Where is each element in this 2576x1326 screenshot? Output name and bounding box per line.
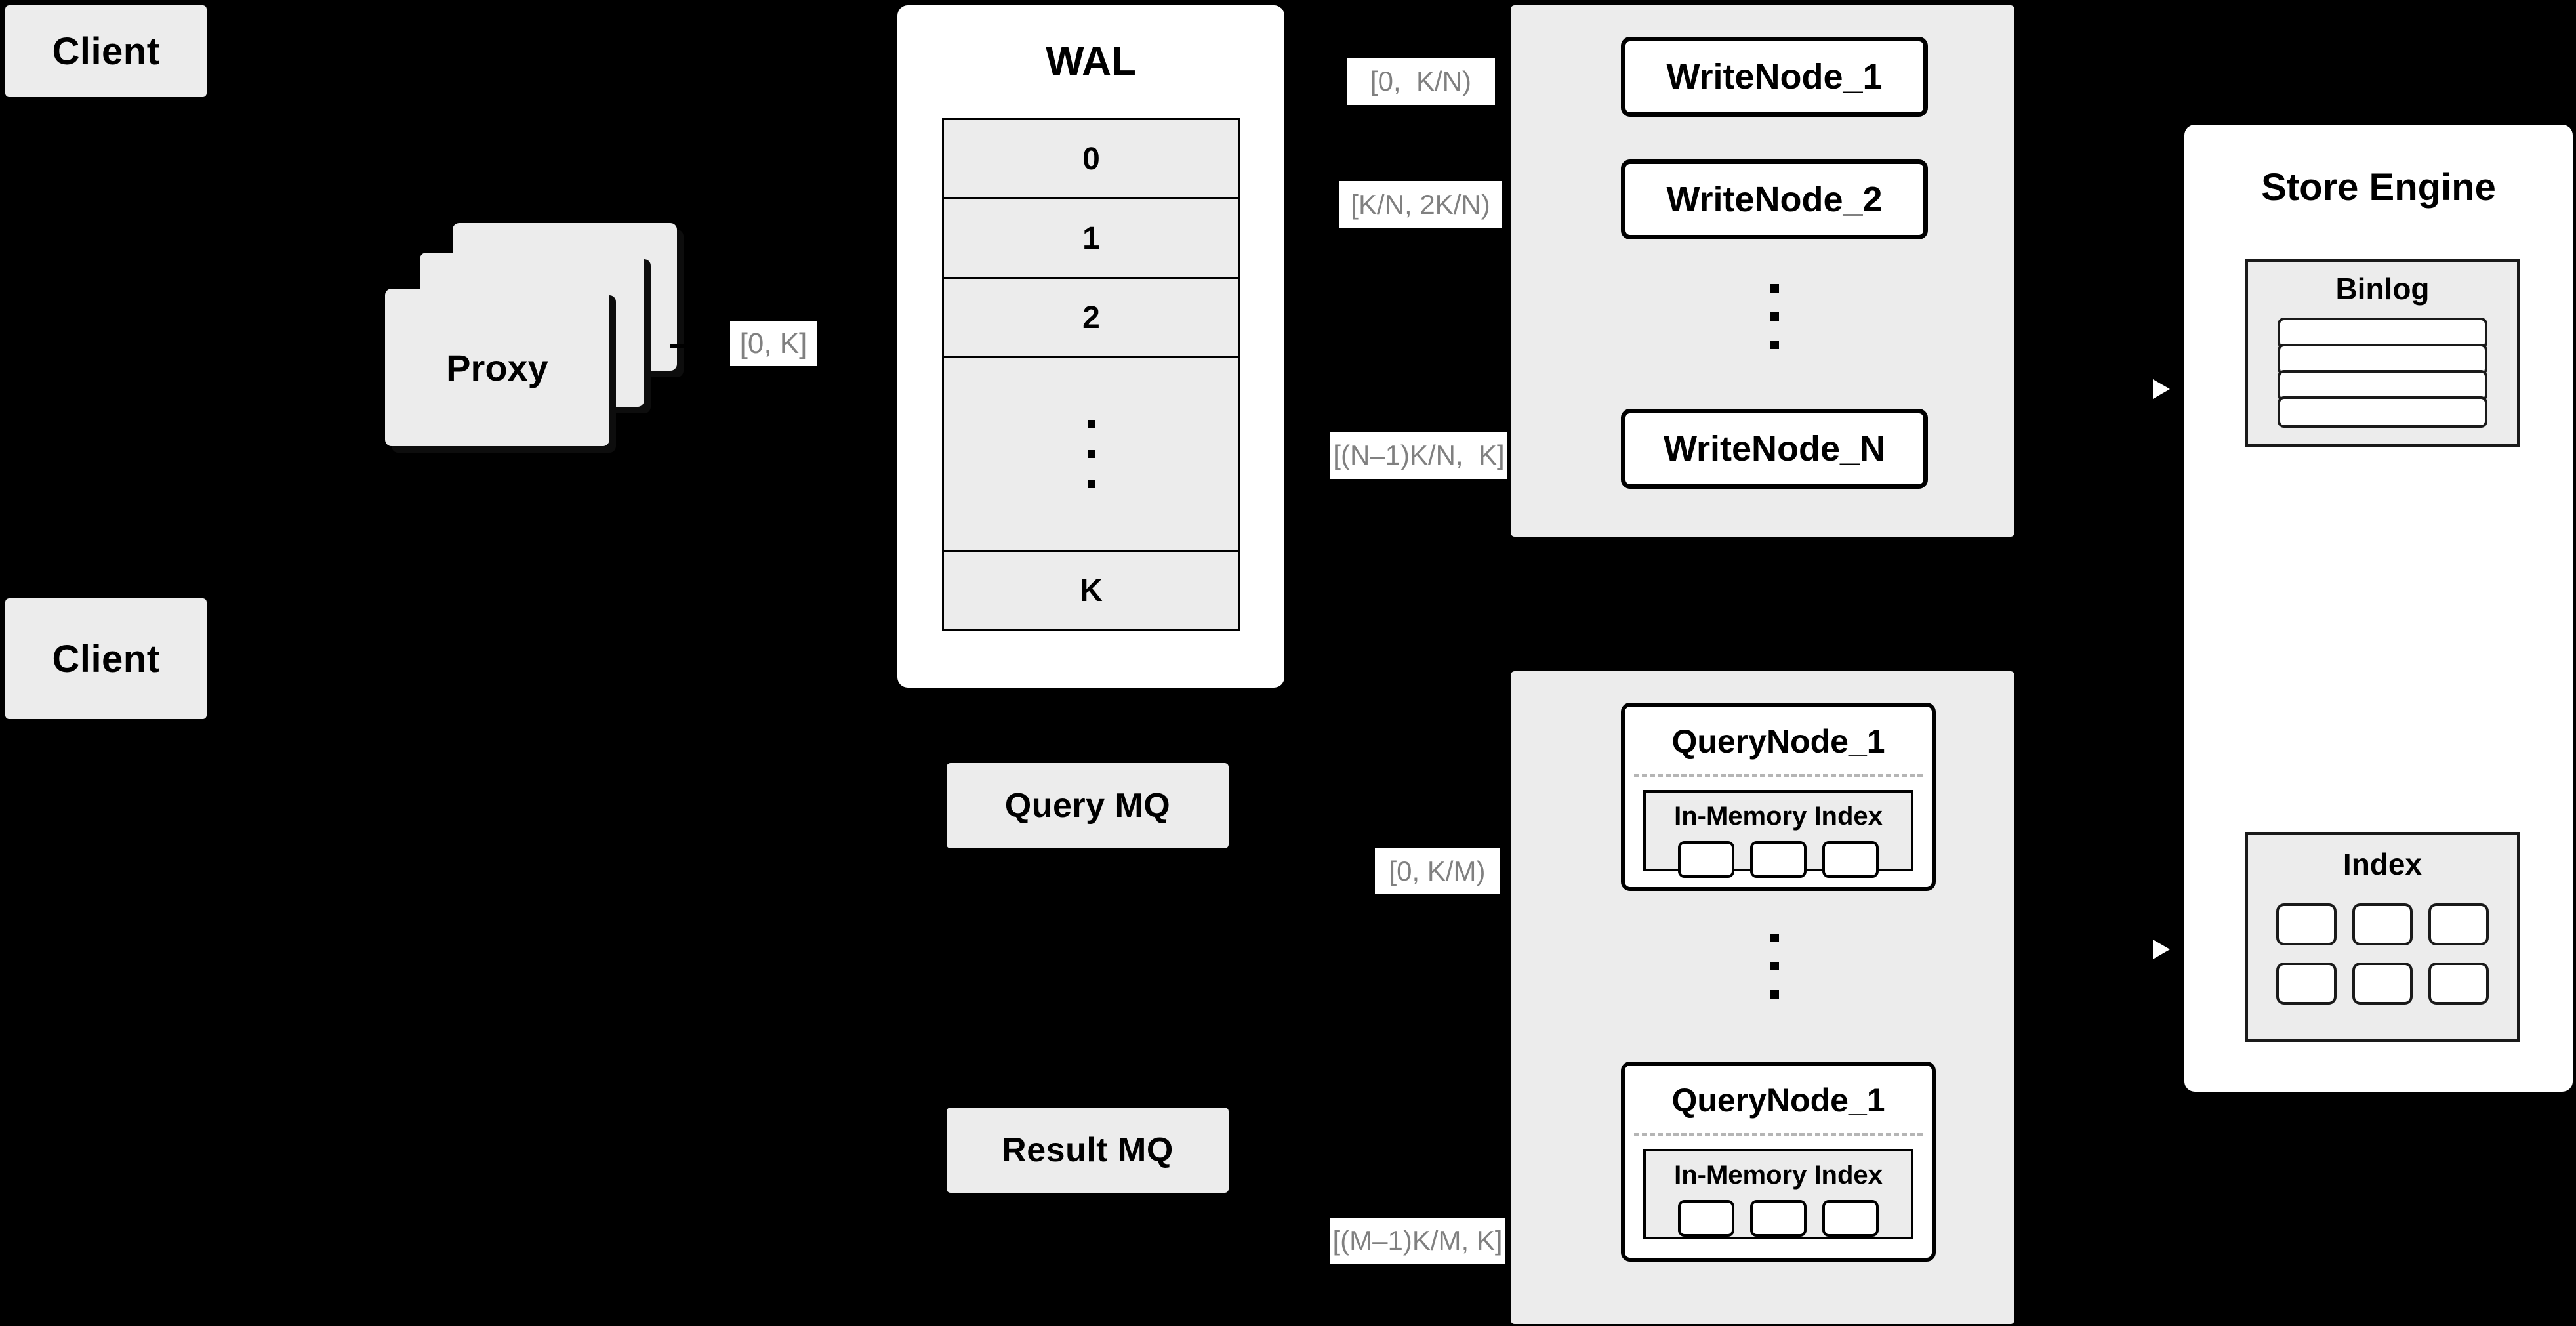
client-node-2[interactable]: Client [5,598,207,719]
wal-row-label: 1 [1082,220,1100,256]
proxy-range-label-text: [0, K] [739,327,808,360]
wal-row-ellipsis [944,358,1238,552]
query-node-m-divider [1634,1133,1923,1136]
wal-row-label: 2 [1082,300,1100,335]
write-node-1[interactable]: WriteNode_1 [1621,37,1928,117]
query-node-m-in-memory-index-title: In-Memory Index [1674,1161,1883,1190]
proxy-to-wal-connector [670,344,690,348]
query-node-m-index-segments [1658,1200,1899,1237]
binlog-arrow-head-icon [2153,375,2182,404]
query-node-m-range-label: [(M–1)K/M, K] [1330,1218,1505,1264]
index-cell[interactable] [2428,963,2489,1005]
index-cell[interactable] [2276,903,2337,945]
query-mq-label: Query MQ [1004,787,1171,825]
write-node-2-range-label: [K/N, 2K/N) [1339,181,1502,228]
query-node-1-index-segments [1658,841,1899,878]
index-segment[interactable] [1678,1200,1734,1237]
result-mq-label: Result MQ [1002,1131,1174,1169]
wal-panel: WAL 0 1 2 K [897,5,1284,688]
write-node-n[interactable]: WriteNode_N [1621,409,1928,489]
wal-vertical-ellipsis-icon [1087,420,1095,488]
index-segment[interactable] [1750,1200,1807,1237]
query-node-1-in-memory-index: In-Memory Index [1643,790,1913,878]
proxy-node-label: Proxy [446,346,548,388]
client-node-2-label: Client [52,637,160,680]
wal-title: WAL [1046,39,1136,84]
query-node-m-label: QueryNode_1 [1671,1082,1885,1119]
binlog-segment[interactable] [2278,396,2487,428]
client-node-1-label: Client [52,30,160,73]
index-arrow-head-icon [2153,935,2182,964]
index-cell[interactable] [2276,963,2337,1005]
store-engine-panel: Store Engine Binlog Index [2184,125,2573,1092]
query-mq-node[interactable]: Query MQ [947,763,1229,848]
query-node-1-range-label: [0, K/M) [1375,848,1500,894]
index-arrow-line [2114,947,2159,951]
query-node-m[interactable]: QueryNode_1 In-Memory Index [1621,1062,1936,1262]
index-panel: Index [2245,832,2520,1042]
wal-row-label: 0 [1082,141,1100,176]
query-node-1-label: QueryNode_1 [1671,723,1885,760]
client-node-1[interactable]: Client [5,5,207,97]
write-node-2[interactable]: WriteNode_2 [1621,159,1928,239]
proxy-range-label: [0, K] [730,321,817,366]
write-node-1-range-label: [0, K/N) [1347,58,1495,105]
write-node-1-label: WriteNode_1 [1666,57,1883,96]
index-title: Index [2342,847,2423,881]
wal-row[interactable]: K [944,552,1238,629]
wal-row[interactable]: 0 [944,120,1238,199]
index-cell[interactable] [2428,903,2489,945]
index-cell[interactable] [2352,963,2413,1005]
query-node-m-in-memory-index: In-Memory Index [1643,1149,1913,1239]
query-cluster-vertical-ellipsis-icon [1770,934,1779,999]
query-cluster-group: QueryNode_1 In-Memory Index QueryNode_1 … [1511,671,2014,1324]
write-node-n-label: WriteNode_N [1663,429,1886,468]
write-node-2-label: WriteNode_2 [1666,180,1883,219]
write-cluster-vertical-ellipsis-icon [1770,284,1779,349]
query-node-1-in-memory-index-title: In-Memory Index [1674,802,1883,831]
index-row-top [2268,903,2497,945]
write-node-n-range-text: [(N–1)K/N, K] [1333,440,1505,470]
binlog-title: Binlog [2335,272,2430,306]
index-cell[interactable] [2352,903,2413,945]
query-node-1-divider [1634,774,1923,777]
result-mq-node[interactable]: Result MQ [947,1108,1229,1193]
binlog-panel: Binlog [2245,259,2520,447]
index-segment[interactable] [1750,841,1807,878]
write-cluster-group: WriteNode_1 WriteNode_2 WriteNode_N [1511,5,2014,537]
wal-row[interactable]: 1 [944,199,1238,279]
wal-row-label: K [1080,573,1103,608]
index-segment[interactable] [1822,841,1879,878]
write-node-2-range-text: [K/N, 2K/N) [1351,189,1490,220]
write-node-1-range-text: [0, K/N) [1370,66,1472,96]
index-segment[interactable] [1678,841,1734,878]
query-node-1[interactable]: QueryNode_1 In-Memory Index [1621,703,1936,891]
index-row-bottom [2268,963,2497,1005]
proxy-node[interactable]: Proxy [385,289,609,446]
index-segment[interactable] [1822,1200,1879,1237]
query-node-1-range-text: [0, K/M) [1389,856,1486,886]
binlog-arrow-line [2114,387,2159,391]
write-node-n-range-label: [(N–1)K/N, K] [1330,432,1507,479]
query-node-m-range-text: [(M–1)K/M, K] [1332,1225,1503,1256]
wal-row[interactable]: 2 [944,279,1238,358]
wal-entry-table: 0 1 2 K [942,118,1240,631]
store-engine-title: Store Engine [2261,166,2496,209]
